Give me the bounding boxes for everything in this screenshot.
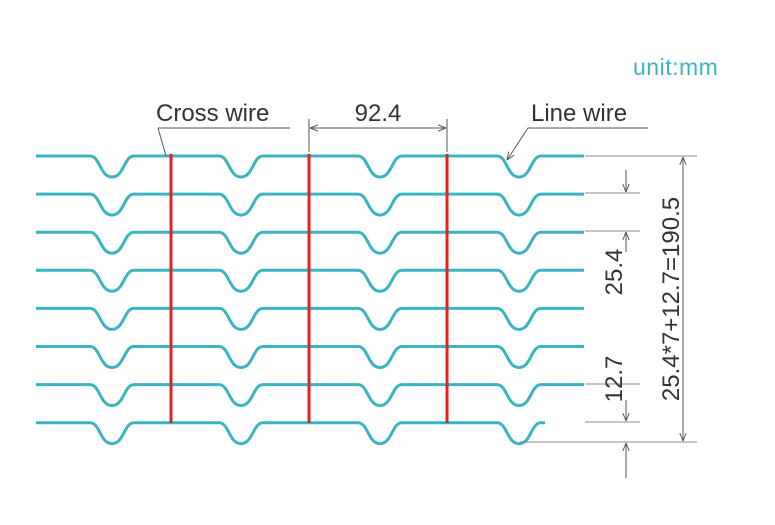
line-wire bbox=[36, 421, 545, 446]
line-wire-label: Line wire bbox=[531, 100, 627, 127]
cross-wire-label: Cross wire bbox=[156, 100, 269, 127]
cross-wire-leader-tick bbox=[157, 127, 167, 157]
total-height-label: 25.4*7+12.7=190.5 bbox=[658, 197, 685, 401]
unit-label: unit:mm bbox=[633, 54, 719, 80]
cross-wires bbox=[169, 154, 449, 423]
half-spacing-label: 12.7 bbox=[601, 356, 628, 403]
line-wire-leader bbox=[507, 127, 648, 160]
pitch-label: 92.4 bbox=[355, 100, 402, 127]
dimension-extension-lines bbox=[520, 155, 697, 443]
row-spacing-label: 25.4 bbox=[601, 249, 628, 296]
